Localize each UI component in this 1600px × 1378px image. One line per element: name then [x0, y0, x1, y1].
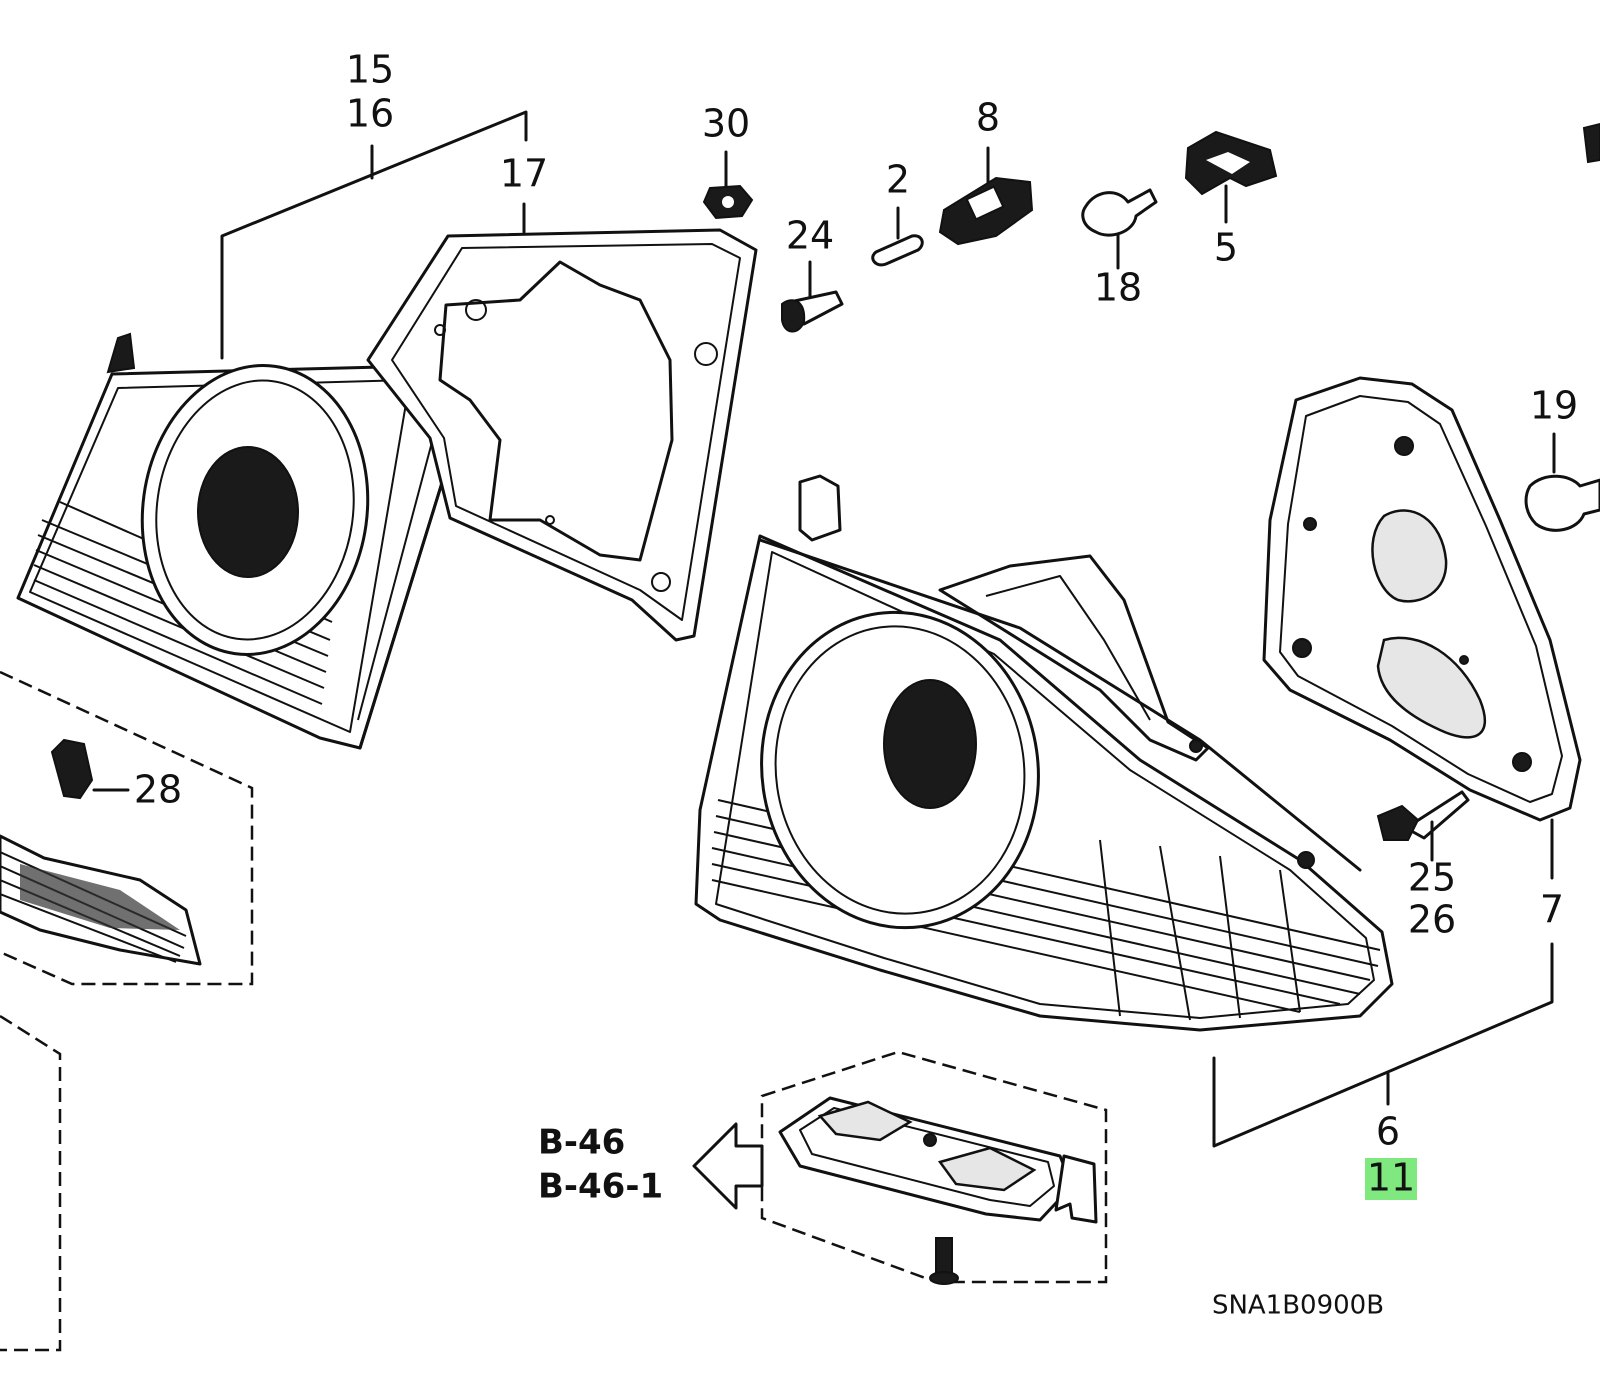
edge-mark	[1582, 122, 1600, 164]
label-5[interactable]: 5	[1214, 226, 1238, 270]
bulb-2[interactable]	[871, 206, 924, 267]
clip-28[interactable]	[50, 738, 130, 800]
arrow-to-ref	[692, 1122, 764, 1210]
clip-24[interactable]	[781, 260, 844, 333]
outer-tail-lamp[interactable]	[694, 474, 1394, 1032]
label-15[interactable]: 15	[346, 48, 394, 92]
label-8[interactable]: 8	[976, 96, 1000, 140]
diagram-code: SNA1B0900B	[1212, 1291, 1384, 1321]
label-17[interactable]: 17	[500, 152, 548, 196]
ref-b46-1[interactable]: B-46-1	[538, 1167, 663, 1207]
label-7[interactable]: 7	[1540, 888, 1564, 932]
label-6[interactable]: 6	[1376, 1110, 1400, 1154]
inner-tail-lamp[interactable]	[16, 332, 468, 750]
highlight-11	[1365, 1158, 1417, 1200]
label-26[interactable]: 26	[1408, 898, 1456, 942]
label-24[interactable]: 24	[786, 214, 834, 258]
dashed-frame-left	[0, 670, 254, 1352]
label-18[interactable]: 18	[1094, 266, 1142, 310]
leader-6-11-7	[1212, 818, 1554, 1148]
nut-30[interactable]	[702, 150, 754, 220]
license-light[interactable]	[778, 1096, 1098, 1224]
left-panel-partial[interactable]	[0, 834, 202, 966]
ref-b46[interactable]: B-46	[538, 1123, 625, 1163]
label-11[interactable]: 11	[1367, 1156, 1415, 1200]
screw-25-26[interactable]	[1376, 790, 1470, 862]
socket-8[interactable]	[938, 146, 1034, 246]
license-light-frame	[760, 1050, 1108, 1284]
label-2[interactable]: 2	[886, 158, 910, 202]
socket-5[interactable]	[1184, 130, 1278, 224]
label-28[interactable]: 28	[134, 768, 182, 812]
label-25[interactable]: 25	[1408, 856, 1456, 900]
screw-license[interactable]	[929, 1237, 959, 1285]
leader-15-16	[220, 110, 528, 360]
bulb-18[interactable]	[1081, 188, 1158, 270]
outer-lamp-gasket[interactable]	[1262, 376, 1582, 822]
label-19[interactable]: 19	[1530, 384, 1578, 428]
label-16[interactable]: 16	[346, 92, 394, 136]
label-30[interactable]: 30	[702, 102, 750, 146]
inner-lamp-gasket[interactable]	[366, 228, 758, 642]
bulb-19[interactable]	[1524, 432, 1600, 532]
